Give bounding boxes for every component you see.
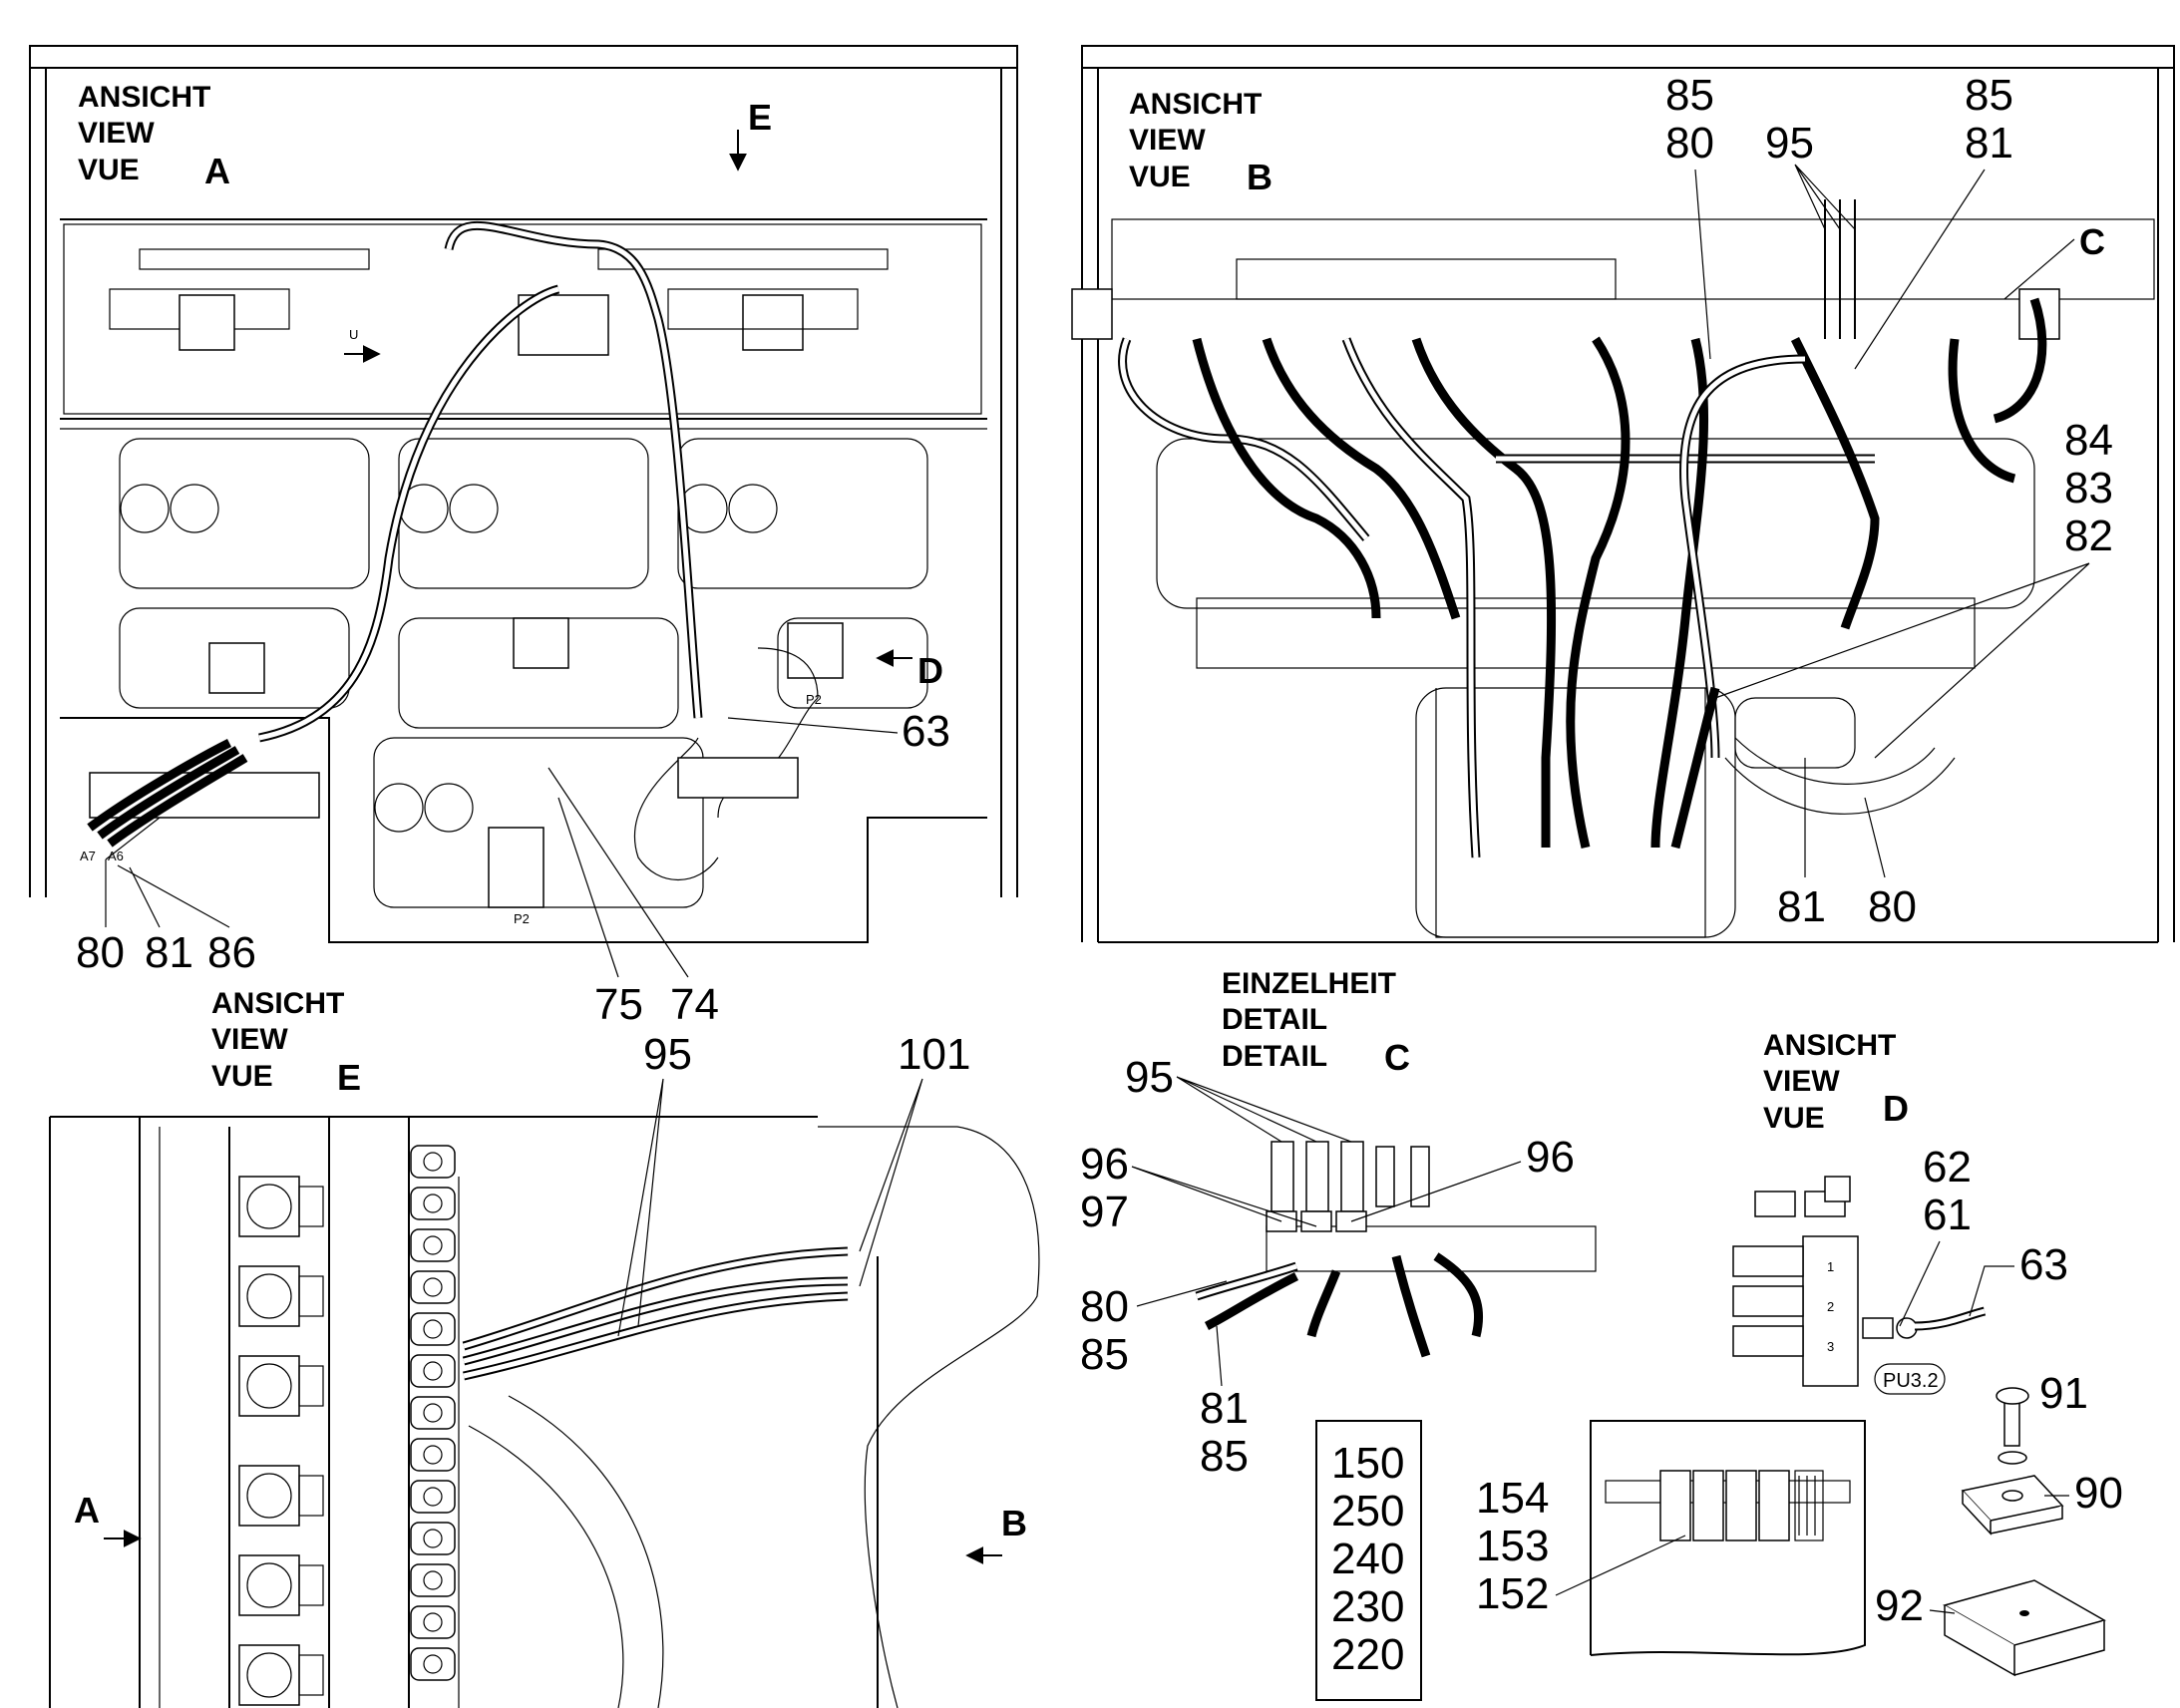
callout-a-80: 80 — [76, 928, 125, 977]
detail-c-title-2: DETAIL — [1222, 1003, 1327, 1036]
callout-m-92: 92 — [1875, 1581, 1924, 1630]
callout-c-81: 81 — [1200, 1384, 1249, 1433]
view-a-marker-e: E — [748, 97, 772, 138]
detail-c-letter: C — [1384, 1037, 1410, 1078]
callout-a-63: 63 — [902, 707, 950, 756]
view-d-title-1: ANSICHT — [1763, 1029, 1896, 1062]
view-b-title-1: ANSICHT — [1129, 88, 1262, 121]
detail-c-title-1: EINZELHEIT — [1222, 967, 1396, 1000]
view-d-title-3: VUE — [1763, 1102, 1825, 1135]
callout-t-153: 153 — [1476, 1522, 1549, 1570]
parts-box — [1315, 1420, 1422, 1701]
view-a-title-3: VUE — [78, 154, 140, 186]
view-d-letter: D — [1883, 1088, 1909, 1129]
view-d-port-1: 1 — [1827, 1259, 1834, 1274]
view-b-hoses — [1118, 199, 2047, 858]
view-d-badge-text: PU3.2 — [1883, 1370, 1939, 1392]
view-a-tag-a7: A7 — [80, 849, 96, 863]
callout-a-81: 81 — [145, 928, 193, 977]
view-d-distributor-block — [1732, 1176, 1987, 1387]
view-a-tag-p2b: P2 — [514, 911, 530, 926]
view-d-badge — [1874, 1363, 1946, 1395]
view-a-tag-p2a: P2 — [806, 692, 822, 707]
view-a-letter: A — [204, 151, 230, 191]
callout-b-84: 84 — [2064, 416, 2113, 465]
callout-e-95: 95 — [643, 1030, 692, 1079]
view-a-valve-groups — [89, 438, 928, 908]
callout-c-85a: 85 — [1080, 1330, 1129, 1379]
callout-m-91: 91 — [2039, 1369, 2088, 1418]
view-e-title-3: VUE — [211, 1060, 273, 1093]
callout-a-75: 75 — [594, 980, 643, 1029]
callout-c-97: 97 — [1080, 1188, 1129, 1236]
callout-b-80a: 80 — [1665, 119, 1714, 168]
callout-b-81a: 81 — [1965, 119, 2013, 168]
view-b-title-2: VIEW — [1129, 124, 1206, 157]
callout-b-85b: 85 — [1965, 71, 2013, 120]
callout-c-95: 95 — [1125, 1053, 1174, 1102]
view-a-tag-u: U — [349, 327, 358, 342]
callout-b-80b: 80 — [1868, 882, 1917, 931]
callout-m-90: 90 — [2074, 1469, 2123, 1518]
callout-c-96a: 96 — [1080, 1140, 1129, 1189]
callout-a-74: 74 — [670, 980, 719, 1029]
view-a-tag-a6: A6 — [108, 849, 124, 863]
parts-box-240: 240 — [1331, 1535, 1404, 1583]
view-a-top-valves — [109, 248, 889, 356]
view-e-title-1: ANSICHT — [211, 987, 344, 1020]
callout-b-81b: 81 — [1777, 882, 1826, 931]
callout-t-154: 154 — [1476, 1474, 1549, 1523]
callout-b-82: 82 — [2064, 512, 2113, 560]
parts-box-230: 230 — [1331, 1582, 1404, 1631]
view-a-title-2: VIEW — [78, 117, 155, 150]
view-e-hoses — [462, 1246, 849, 1381]
callout-c-85b: 85 — [1200, 1432, 1249, 1481]
callout-c-80: 80 — [1080, 1282, 1129, 1331]
detail-c-assembly — [1195, 1141, 1597, 1358]
parts-box-220: 220 — [1331, 1630, 1404, 1679]
callout-d-62: 62 — [1923, 1143, 1972, 1192]
view-d-port-3: 3 — [1827, 1339, 1834, 1354]
view-a-marker-d: D — [917, 650, 943, 691]
view-b-letter: B — [1247, 157, 1272, 197]
view-e-marker-b: B — [1001, 1503, 1027, 1543]
callout-c-96b: 96 — [1526, 1133, 1575, 1182]
view-e-title-2: VIEW — [211, 1023, 288, 1056]
callout-b-85a: 85 — [1665, 71, 1714, 120]
view-a-panel — [29, 45, 1018, 943]
detail-c-title-3: DETAIL — [1222, 1040, 1327, 1073]
parts-box-250: 250 — [1331, 1487, 1404, 1536]
callout-d-63: 63 — [2019, 1240, 2068, 1289]
view-e-letter: E — [337, 1057, 361, 1098]
view-e-fittings — [410, 1145, 456, 1681]
view-b-marker-c: C — [2079, 221, 2105, 262]
view-a-title-1: ANSICHT — [78, 81, 210, 114]
callout-e-101: 101 — [898, 1030, 970, 1079]
callout-t-152: 152 — [1476, 1569, 1549, 1618]
callout-a-86: 86 — [207, 928, 256, 977]
view-b-title-3: VUE — [1129, 161, 1191, 193]
view-d-title-2: VIEW — [1763, 1065, 1840, 1098]
terminal-strip-panel — [1590, 1420, 1866, 1656]
view-e-marker-a: A — [74, 1490, 100, 1531]
mount-assembly — [1943, 1387, 2106, 1677]
view-e-panel — [49, 1116, 1040, 1708]
parts-box-150: 150 — [1331, 1439, 1404, 1488]
view-d-port-2: 2 — [1827, 1299, 1834, 1314]
callout-b-83: 83 — [2064, 464, 2113, 512]
view-e-units — [238, 1176, 324, 1706]
callout-b-95: 95 — [1765, 119, 1814, 168]
view-b-panel — [1071, 45, 2175, 943]
view-a-hoses — [87, 220, 819, 880]
callout-d-61: 61 — [1923, 1191, 1972, 1239]
